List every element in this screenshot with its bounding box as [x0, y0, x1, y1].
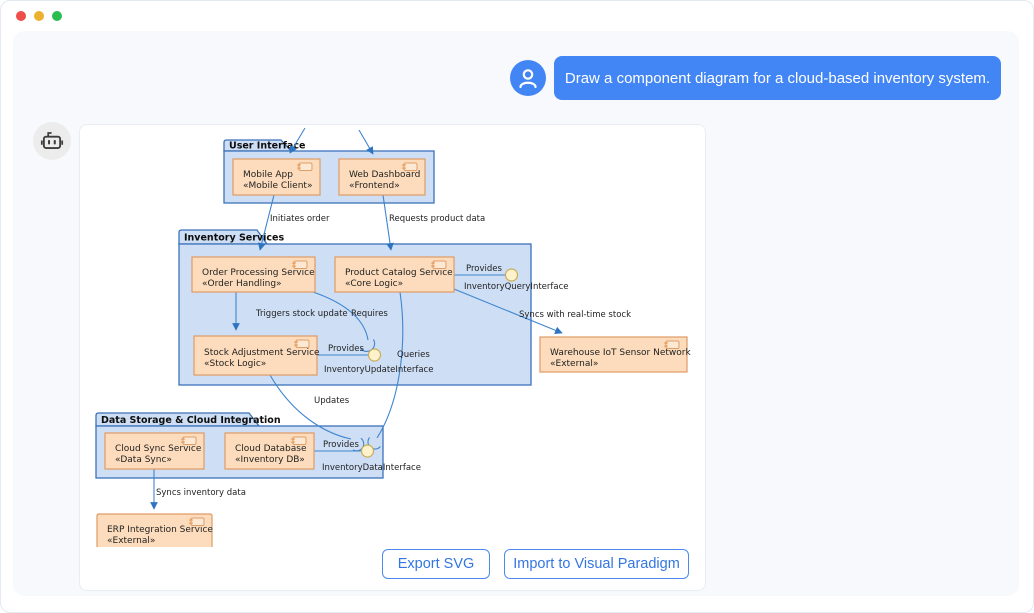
component-icon [188, 517, 205, 526]
person-icon [519, 69, 537, 89]
component-diagram-svg: User Interface Inventory Services Data S… [95, 127, 691, 547]
component-icon [180, 436, 197, 445]
edge-label: Queries [397, 350, 430, 360]
robot-icon [40, 132, 64, 149]
component-icon [430, 260, 447, 269]
component-name: Stock Adjustment Service [204, 348, 320, 358]
edge-label: Requests product data [389, 214, 485, 224]
interface-name: InventoryUpdateInterface [324, 365, 433, 375]
component-name: Cloud Database [235, 444, 307, 454]
edge-label: Triggers stock update [255, 309, 348, 319]
provides-label: Provides [323, 440, 360, 450]
traffic-light-zoom[interactable] [52, 11, 62, 21]
component-warehouse-iot: Warehouse IoT Sensor Network «External» [539, 336, 691, 373]
component-stereotype: «Data Sync» [115, 455, 172, 465]
component-icon [291, 260, 308, 269]
component-cloud-database: Cloud Database «Inventory DB» [224, 432, 315, 470]
component-name: Web Dashboard [349, 170, 420, 180]
provides-label: Provides [466, 264, 503, 274]
component-icon [401, 162, 418, 171]
edge-updates [269, 374, 352, 440]
interface-name: InventoryDataInterface [322, 463, 421, 473]
component-mobile-app: Mobile App «Mobile Client» [232, 158, 321, 196]
package-title: Inventory Services [184, 233, 284, 244]
component-icon [296, 162, 313, 171]
component-name: Order Processing Service [202, 268, 315, 278]
edge-label: Updates [314, 396, 350, 406]
component-stereotype: «External» [550, 359, 598, 369]
component-product-catalog: Product Catalog Service «Core Logic» [334, 256, 455, 293]
component-icon [290, 436, 307, 445]
user-message-bubble: Draw a component diagram for a cloud-bas… [554, 56, 1001, 100]
edge-label: Syncs with real-time stock [519, 310, 631, 320]
component-cloud-sync: Cloud Sync Service «Data Sync» [104, 432, 205, 470]
component-name: Product Catalog Service [345, 268, 453, 278]
component-stereotype: «Mobile Client» [243, 181, 312, 191]
user-avatar [510, 60, 546, 96]
edge-label: Requires [351, 309, 388, 319]
edge-requires [312, 291, 369, 341]
component-stereotype: «Order Handling» [202, 279, 282, 289]
component-name: ERP Integration Service [107, 525, 213, 535]
traffic-light-close[interactable] [16, 11, 26, 21]
component-icon [663, 340, 680, 349]
component-stereotype: «Inventory DB» [235, 455, 305, 465]
component-stereotype: «Core Logic» [345, 279, 403, 289]
component-stock-adjustment: Stock Adjustment Service «Stock Logic» [193, 335, 320, 376]
component-order-processing: Order Processing Service «Order Handling… [191, 256, 316, 293]
edge-queries [376, 291, 404, 439]
package-title: User Interface [229, 141, 305, 152]
diagram-edges: Initiates order Requests product data Tr… [150, 127, 631, 510]
provides-label: Provides [328, 344, 365, 354]
edge-requests-product-data [382, 194, 394, 251]
import-visual-paradigm-button[interactable]: Import to Visual Paradigm [504, 549, 689, 579]
bot-avatar [33, 122, 71, 160]
interface-inventory-data: Provides InventoryDataInterface [314, 440, 421, 473]
traffic-light-minimize[interactable] [34, 11, 44, 21]
diagram-card: User Interface Inventory Services Data S… [79, 124, 706, 591]
component-name: Cloud Sync Service [115, 444, 202, 454]
component-erp-integration: ERP Integration Service «External» [96, 513, 213, 547]
user-message-text: Draw a component diagram for a cloud-bas… [564, 69, 991, 87]
edge-syncs-realtime-stock [453, 288, 563, 334]
edge-incoming-left [289, 127, 306, 154]
package-title: Data Storage & Cloud Integration [101, 415, 281, 426]
interface-inventory-query: Provides InventoryQueryInterface [454, 264, 569, 292]
edge-incoming-right [358, 129, 374, 155]
component-name: Mobile App [243, 170, 293, 180]
component-web-dashboard: Web Dashboard «Frontend» [338, 158, 426, 196]
component-name: Warehouse IoT Sensor Network [550, 348, 691, 358]
component-icon [293, 339, 310, 348]
interface-name: InventoryQueryInterface [464, 282, 569, 292]
component-stereotype: «External» [107, 536, 155, 546]
edge-label: Syncs inventory data [156, 488, 246, 498]
edge-initiates-order [257, 194, 275, 251]
component-stereotype: «Frontend» [349, 181, 400, 191]
component-stereotype: «Stock Logic» [204, 359, 266, 369]
edge-label: Initiates order [270, 214, 330, 224]
export-svg-button[interactable]: Export SVG [382, 549, 490, 579]
interface-inventory-update: Provides InventoryUpdateInterface [317, 344, 433, 375]
